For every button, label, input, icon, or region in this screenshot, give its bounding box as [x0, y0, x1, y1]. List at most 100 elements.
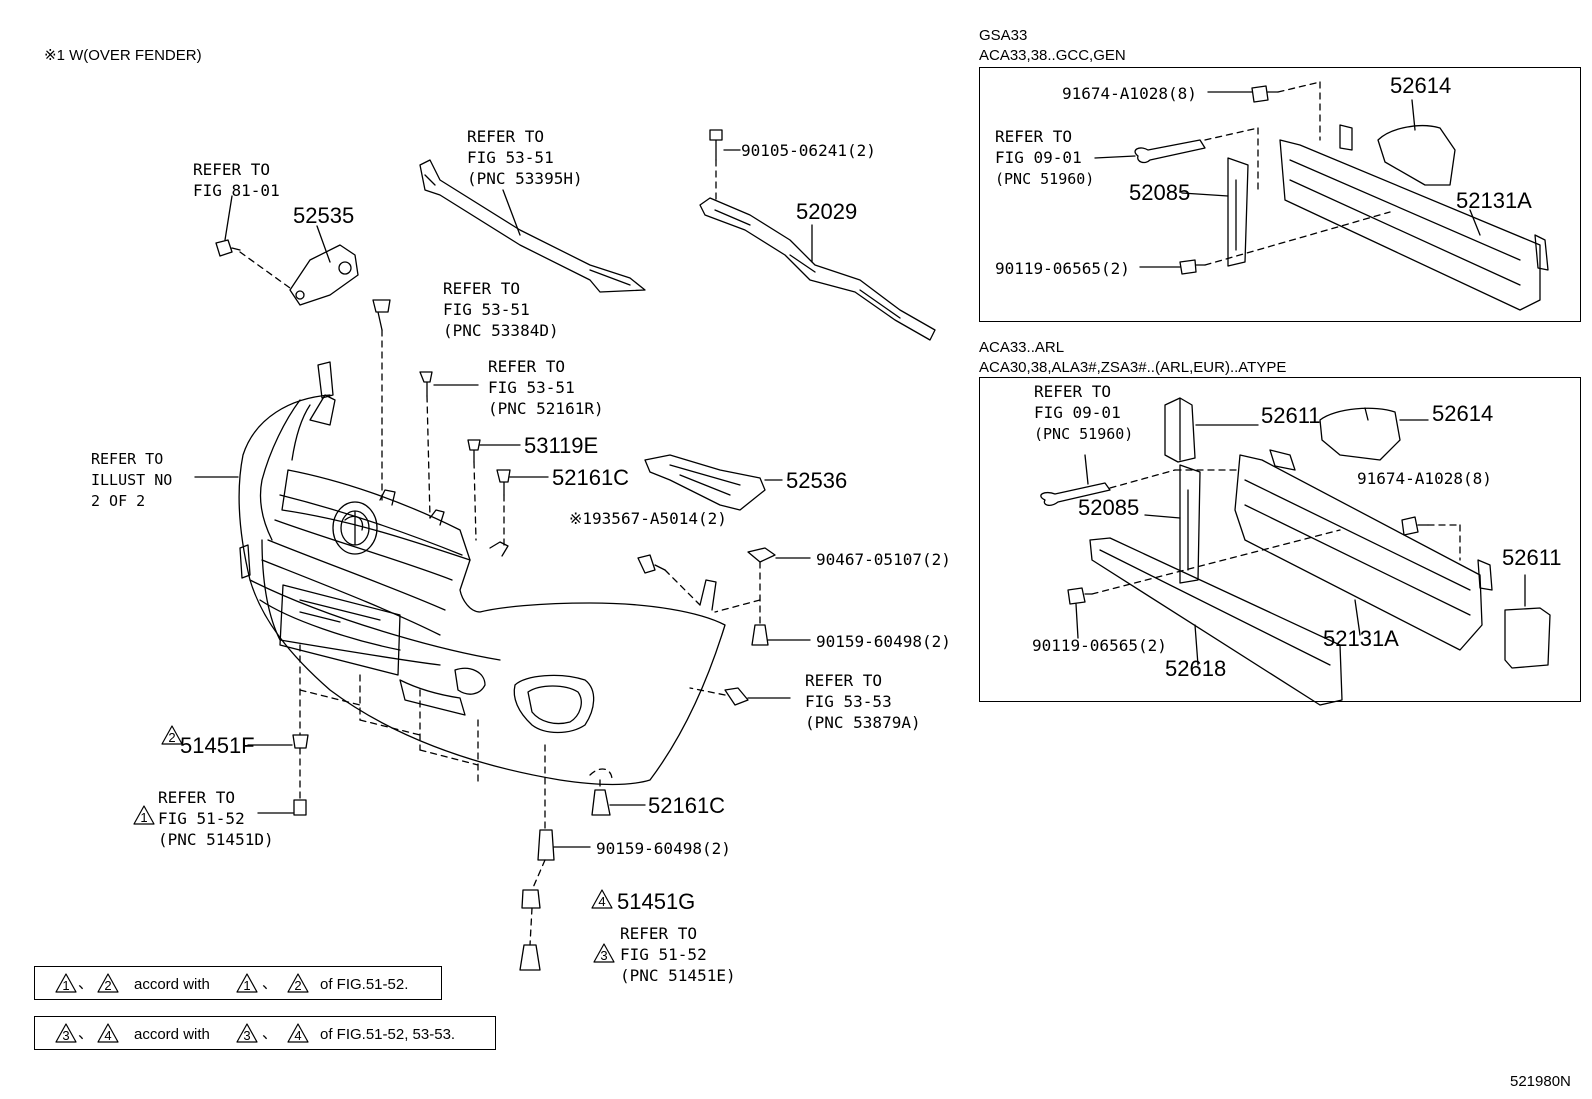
ref-illust-l1: REFER TO [91, 450, 164, 468]
ref-illust-l2: ILLUST NO [91, 471, 173, 489]
b1-part-90119-06565: 90119-06565(2) [995, 259, 1130, 278]
triangle-1-main [133, 805, 155, 825]
box1-dashed [1204, 81, 1391, 266]
part-53119e: 53119E [524, 433, 599, 458]
illustration-code: 521980N [1510, 1073, 1571, 1090]
b1-part-91674-a1028: 91674-A1028(8) [1062, 84, 1197, 103]
ref-51451e-l1: REFER TO [620, 924, 698, 943]
legend-row-2 [34, 1016, 496, 1050]
part-93567-a5014: ※193567-A5014(2) [569, 509, 727, 528]
ref-53879a-l1: REFER TO [805, 671, 883, 690]
triangle-markers [55, 725, 615, 1043]
box2-header-line1: ACA33..ARL [979, 339, 1065, 356]
box2-drawing [1040, 397, 1551, 706]
b1-part-52614: 52614 [1390, 73, 1452, 98]
b2-part-52131a: 52131A [1323, 626, 1399, 651]
box2-dashed [1091, 469, 1461, 595]
legend2-tri-3b: 3 [243, 1028, 251, 1043]
legend2-sep-a: 、 [78, 1025, 94, 1042]
box1-header-line1: GSA33 [979, 27, 1028, 44]
part-90159-60498-upper: 90159-60498(2) [816, 632, 951, 651]
fasteners [215, 129, 776, 971]
triangle-4-main [591, 889, 613, 909]
triangle-2-main [161, 725, 183, 745]
legend2-tri-4: 4 [104, 1028, 112, 1043]
ref-53879a-l2: FIG 53-53 [805, 692, 892, 711]
legend-row-1 [34, 966, 442, 1000]
ref-53395h-l2: FIG 53-51 [467, 148, 554, 167]
b2-part-90119-06565: 90119-06565(2) [1032, 636, 1167, 655]
b2-part-52618: 52618 [1165, 656, 1227, 681]
ref-53384d-l2: FIG 53-51 [443, 300, 530, 319]
ref-53384d-l1: REFER TO [443, 279, 521, 298]
ref-52161r-l2: FIG 53-51 [488, 378, 575, 397]
variant-box-1 [979, 67, 1581, 322]
ref-51451d-l3: (PNC 51451D) [158, 830, 274, 849]
b1-ref-51960-l1: REFER TO [995, 127, 1073, 146]
bracket-53395h-drawing [419, 159, 646, 293]
part-90159-60498-lower: 90159-60498(2) [596, 839, 731, 858]
b2-ref-51960-l1: REFER TO [1034, 382, 1112, 401]
legend2-end: of FIG.51-52, 53-53. [320, 1026, 456, 1043]
b2-part-91674-a1028: 91674-A1028(8) [1357, 469, 1492, 488]
box2-header-line2: ACA30,38,ALA3#,ZSA3#..(ARL,EUR)..ATYPE [979, 359, 1287, 376]
triangle-2-number: 2 [168, 730, 176, 745]
b2-ref-51960-l2: FIG 09-01 [1034, 403, 1121, 422]
part-52029: 52029 [796, 199, 858, 224]
triangle-3-main [593, 943, 615, 963]
triangle-4-number: 4 [598, 894, 606, 909]
legend1-sep-a: 、 [78, 975, 94, 992]
ref-52161r-l3: (PNC 52161R) [488, 399, 604, 418]
box1-header-line2: ACA33,38..GCC,GEN [979, 47, 1126, 64]
legend1-tri-2: 2 [104, 978, 112, 993]
b2-part-52611-upper: 52611 [1261, 403, 1321, 428]
triangle-3-number: 3 [600, 948, 608, 963]
b1-part-52085: 52085 [1129, 180, 1191, 205]
b2-part-52085: 52085 [1078, 495, 1140, 520]
part-51451g: 51451G [617, 889, 696, 914]
legend1-end: of FIG.51-52. [320, 976, 409, 993]
ref-53395h-l1: REFER TO [467, 127, 545, 146]
ref-53395h-l3: (PNC 53395H) [467, 169, 583, 188]
b1-ref-51960-l2: FIG 09-01 [995, 148, 1082, 167]
variant-box-2 [979, 377, 1581, 702]
ref-illust-l3: 2 OF 2 [91, 492, 146, 510]
b2-part-52611-lower: 52611 [1502, 545, 1562, 570]
b2-part-52614: 52614 [1432, 401, 1494, 426]
legend2-sep-b: 、 [262, 1025, 278, 1042]
part-90467-05107: 90467-05107(2) [816, 550, 951, 569]
leader-lines [194, 149, 813, 848]
bumper-cover-drawing [238, 361, 726, 786]
legend2-text: accord with [134, 1026, 210, 1043]
ref-51451e-l3: (PNC 51451E) [620, 966, 736, 985]
ref-51451d-l2: FIG 51-52 [158, 809, 245, 828]
top-note: ※1 W(OVER FENDER) [44, 47, 202, 64]
ref-53879a-l3: (PNC 53879A) [805, 713, 921, 732]
ref-81-01-l1: REFER TO [193, 160, 271, 179]
part-52161c-lower: 52161C [648, 793, 726, 818]
dashed-lines [239, 159, 761, 946]
legend2-tri-3: 3 [62, 1028, 70, 1043]
part-51451f: 51451F [180, 733, 255, 758]
ref-53384d-l3: (PNC 53384D) [443, 321, 559, 340]
ref-81-01-l2: FIG 81-01 [193, 181, 280, 200]
box1-drawing [1094, 85, 1549, 311]
bracket-52535-drawing [289, 244, 359, 306]
ref-51451e-l2: FIG 51-52 [620, 945, 707, 964]
legend1-tri-1: 1 [62, 978, 70, 993]
part-52536: 52536 [786, 468, 848, 493]
part-90105-06241: 90105-06241(2) [741, 141, 876, 160]
ref-51451d-l1: REFER TO [158, 788, 236, 807]
part-52535: 52535 [293, 203, 355, 228]
legend1-tri-1b: 1 [243, 978, 251, 993]
b1-ref-51960-l3: (PNC 51960) [995, 170, 1095, 188]
legend1-tri-2b: 2 [294, 978, 302, 993]
legend1-text: accord with [134, 976, 210, 993]
b2-ref-51960-l3: (PNC 51960) [1034, 425, 1134, 443]
part-52161c-upper: 52161C [552, 465, 630, 490]
legend2-tri-4b: 4 [294, 1028, 302, 1043]
ref-52161r-l1: REFER TO [488, 357, 566, 376]
reinforcement-52029-drawing [699, 197, 936, 341]
